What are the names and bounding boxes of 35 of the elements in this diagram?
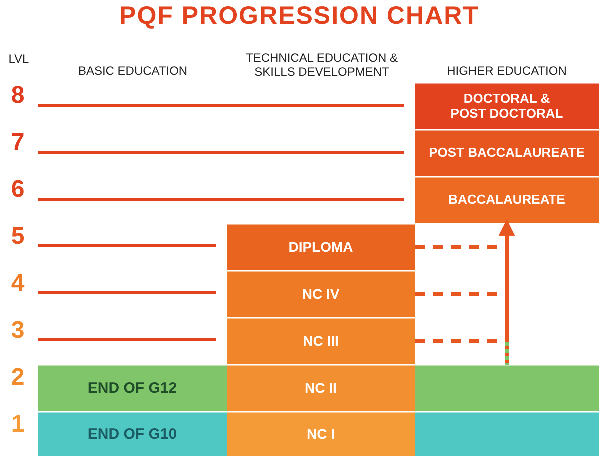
- level-band: [38, 412, 227, 456]
- node-label: NC I: [306, 426, 336, 443]
- qualification-box: [415, 130, 599, 176]
- level-number: 3: [10, 317, 26, 346]
- node-label: DIPLOMA: [288, 239, 354, 256]
- level-number: 7: [10, 129, 26, 158]
- node-label: DOCTORAL & POST DOCTORAL: [450, 92, 564, 122]
- qualification-box: [227, 318, 415, 364]
- node-label: NC III: [302, 333, 340, 350]
- node-label: END OF G12: [86, 380, 178, 398]
- level-number: 6: [10, 176, 26, 205]
- qualification-box: [415, 83, 599, 129]
- column-header: BASIC EDUCATION: [77, 64, 189, 78]
- level-band: [415, 365, 599, 411]
- level-number: 1: [10, 411, 26, 440]
- level-number: 5: [10, 223, 26, 252]
- node-label: END OF G10: [86, 426, 178, 444]
- chart-title: PQF PROGRESSION CHART: [118, 2, 480, 31]
- level-number: 2: [10, 364, 26, 393]
- level-number: 8: [10, 82, 26, 111]
- qualification-box: [227, 412, 415, 456]
- level-band: [415, 412, 599, 456]
- qualification-box: [227, 271, 415, 317]
- axis-title: LVL: [8, 52, 30, 66]
- node-label: NC II: [304, 380, 338, 397]
- level-number: 4: [10, 270, 26, 299]
- node-label: NC IV: [301, 286, 341, 303]
- node-label: BACCALAUREATE: [448, 193, 566, 208]
- level-band: [38, 365, 227, 411]
- qualification-box: [227, 365, 415, 411]
- node-label: POST BACCALAUREATE: [428, 146, 586, 161]
- qualification-box: [227, 224, 415, 270]
- column-header: TECHNICAL EDUCATION & SKILLS DEVELOPMENT: [244, 51, 399, 80]
- column-header: HIGHER EDUCATION: [446, 64, 568, 78]
- qualification-box: [415, 177, 599, 223]
